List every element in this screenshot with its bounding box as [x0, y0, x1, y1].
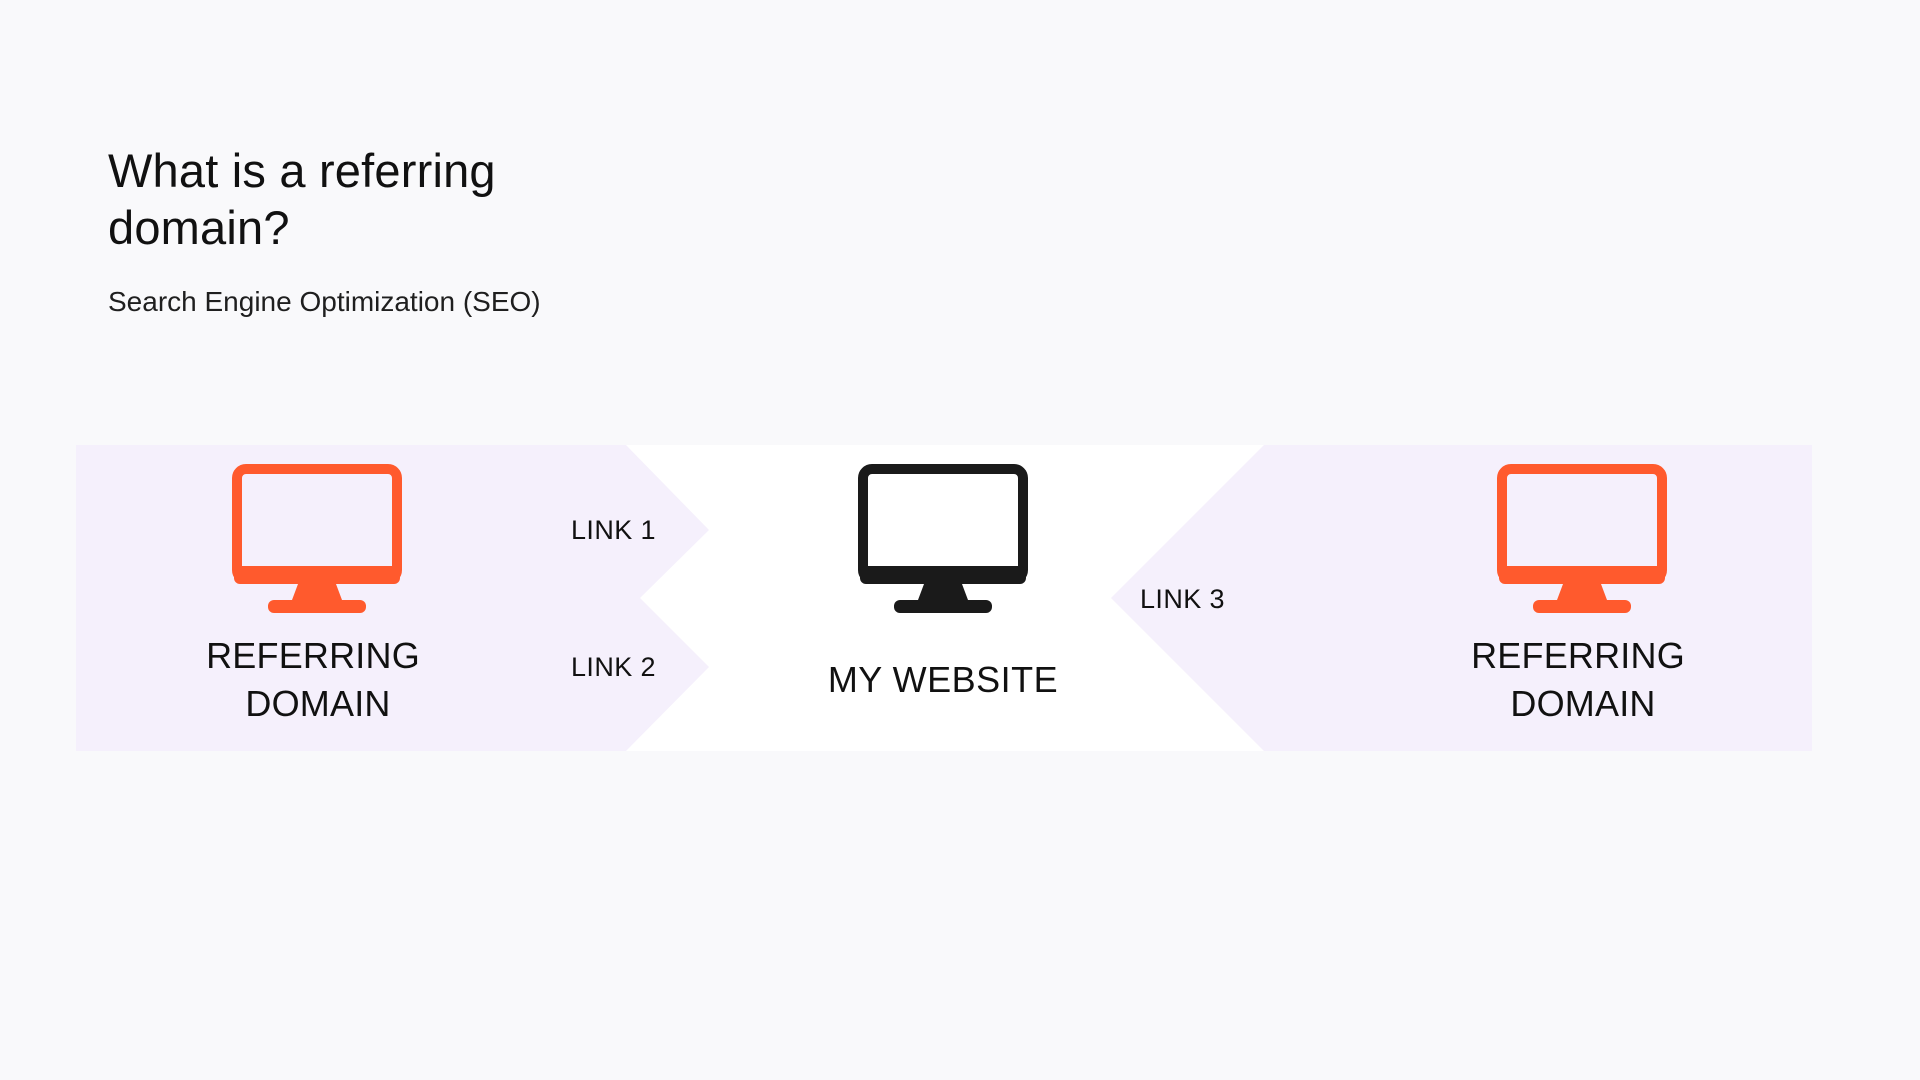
left-domain-label-line2: DOMAIN — [245, 683, 391, 724]
left-domain-label-line1: REFERRING — [206, 635, 420, 676]
page-subtitle: Search Engine Optimization (SEO) — [108, 286, 541, 317]
my-website-label: MY WEBSITE — [827, 659, 1059, 700]
link-2-label: LINK 2 — [571, 652, 656, 682]
center-monitor-icon — [858, 464, 1028, 613]
link-1-label: LINK 1 — [571, 515, 656, 545]
link-3-label: LINK 3 — [1140, 584, 1225, 614]
page-title: What is a referring domain? — [108, 144, 496, 254]
left-monitor-icon — [232, 464, 402, 613]
right-domain-panel — [1111, 445, 1812, 751]
right-domain-label-line1: REFERRING — [1471, 635, 1685, 676]
right-monitor-icon — [1497, 464, 1667, 613]
right-domain-label-line2: DOMAIN — [1510, 683, 1656, 724]
